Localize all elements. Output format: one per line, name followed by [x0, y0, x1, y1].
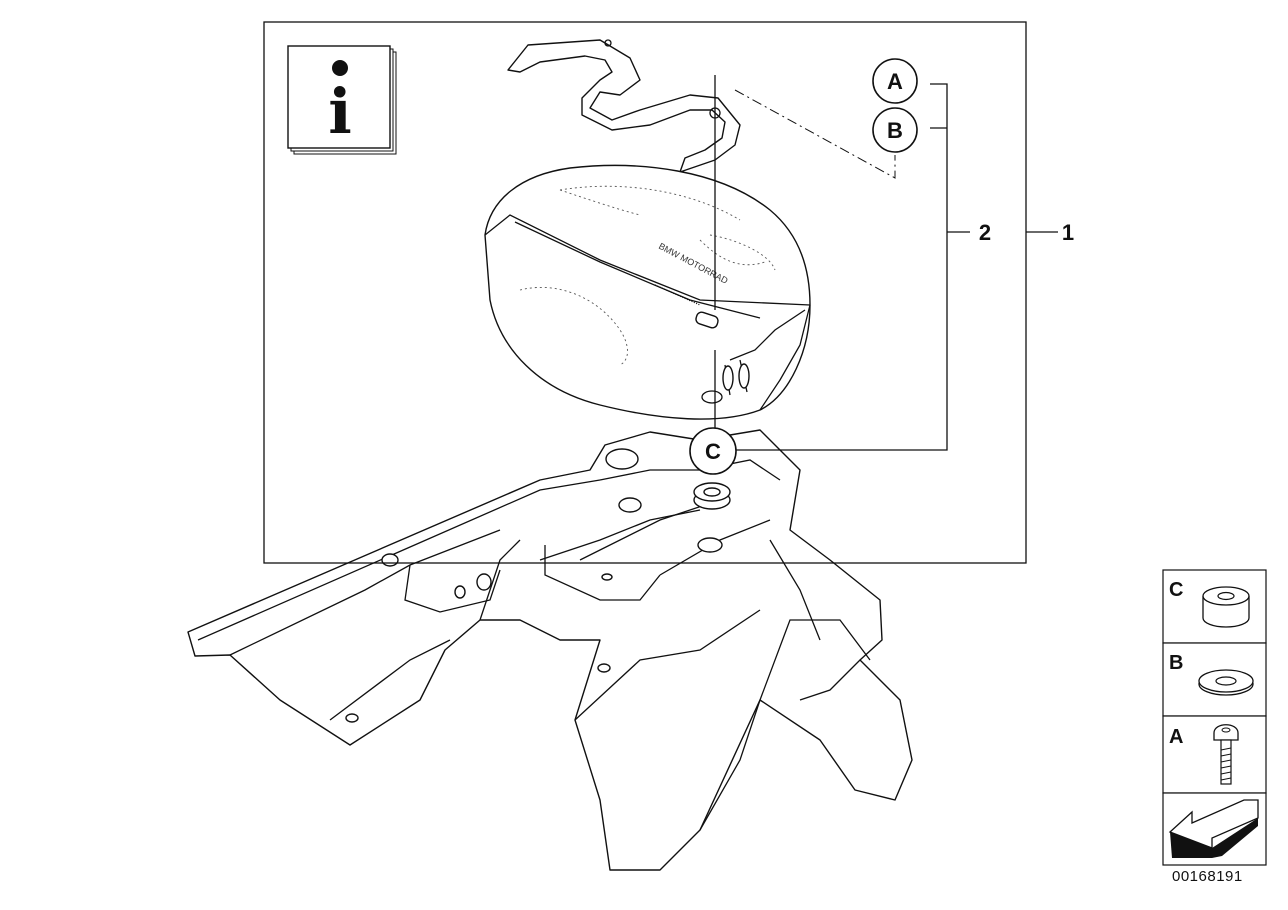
info-icon: i [287, 45, 397, 155]
parts-legend: C B A [1162, 569, 1267, 866]
washer-icon [1198, 669, 1254, 696]
assembly-frame-box [263, 21, 1027, 564]
tank-ring-bracket-drawing [507, 39, 741, 173]
item-number-1: 1 [1062, 220, 1074, 245]
tank-bag-drawing: BMW MOTORRAD [484, 164, 811, 420]
rear-frame-drawing [187, 429, 913, 871]
callout-c-label: C [705, 439, 721, 464]
spacer-sleeve-icon [1202, 586, 1250, 628]
item-number-2: 2 [979, 220, 991, 245]
legend-cell-a [1162, 715, 1267, 794]
legend-letter-a: A [1169, 726, 1183, 748]
legend-letter-c: C [1169, 579, 1183, 601]
callout-b: B [872, 107, 918, 153]
callout-b-label: B [887, 118, 903, 143]
screw-icon [1213, 724, 1239, 785]
arrow-left-icon [1168, 799, 1259, 858]
reference-number: 00168191 [1172, 868, 1243, 885]
item-2-bracket-line [735, 83, 948, 451]
legend-letter-b: B [1169, 652, 1183, 674]
callout-a: A [872, 58, 918, 104]
callout-c: C [689, 427, 737, 475]
info-icon-glyph: i [328, 75, 352, 148]
callout-a-label: A [887, 69, 903, 94]
callout-leader-ab [734, 89, 896, 179]
